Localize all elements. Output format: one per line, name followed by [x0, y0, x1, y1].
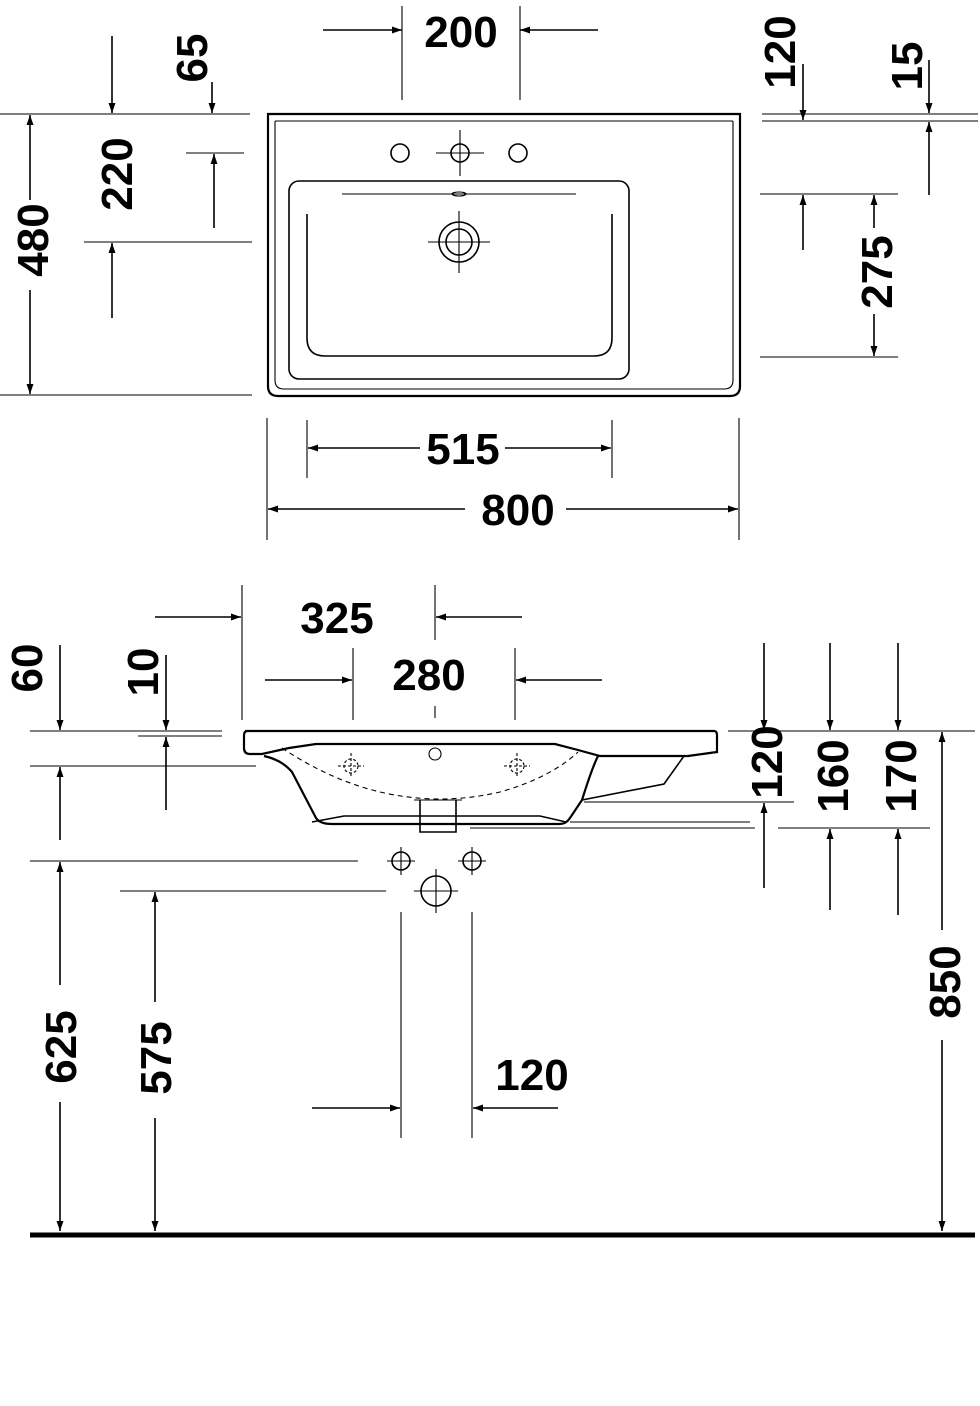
dim-515: 515: [426, 425, 499, 474]
dim-275: 275: [853, 235, 902, 308]
dim-15: 15: [883, 42, 932, 91]
dim-850: 850: [921, 945, 970, 1018]
dim-60: 60: [3, 644, 52, 693]
dim-800: 800: [481, 486, 554, 535]
dim-575: 575: [132, 1021, 181, 1094]
dim-65: 65: [168, 34, 217, 83]
dim-280: 280: [392, 651, 465, 700]
dim-160: 160: [809, 739, 858, 812]
dim-220: 220: [93, 137, 142, 210]
dim-10: 10: [119, 648, 168, 697]
dim-120-bottom: 120: [495, 1051, 568, 1100]
side-view-basin: [242, 729, 719, 833]
dim-200: 200: [424, 8, 497, 57]
dim-625: 625: [37, 1010, 86, 1083]
dim-120-side: 120: [743, 725, 792, 798]
top-view-dimensions: 200 65 220 480 120 15 275: [0, 6, 978, 540]
dim-325: 325: [300, 594, 373, 643]
top-view-basin: [266, 112, 742, 398]
side-view-dimensions: 325 280 60 10 120 160 170: [3, 585, 975, 1238]
dim-170: 170: [877, 739, 926, 812]
dim-120-top-right: 120: [756, 15, 805, 88]
side-view-supply-points: [387, 847, 486, 913]
dim-480: 480: [9, 203, 58, 276]
